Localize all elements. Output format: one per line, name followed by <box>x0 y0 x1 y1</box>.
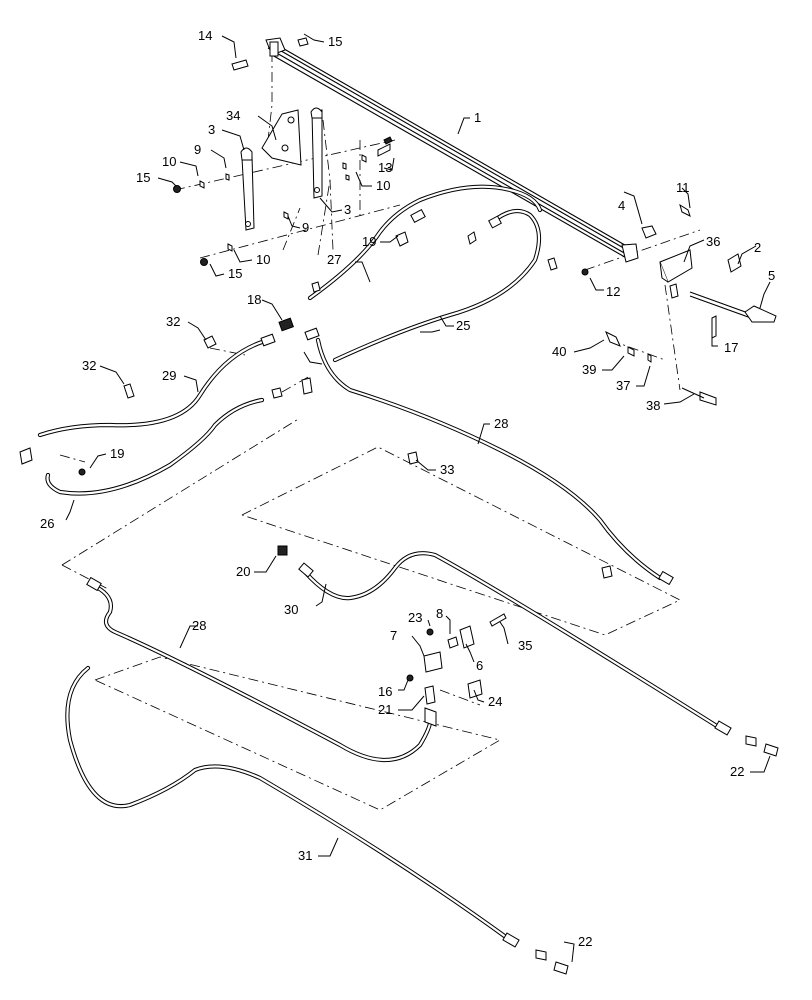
callout-26: 26 <box>40 516 54 531</box>
rod-assembly <box>265 37 639 263</box>
callout-10: 10 <box>162 154 176 169</box>
callout-10: 10 <box>256 252 270 267</box>
callout-30: 30 <box>284 602 298 617</box>
callout-38: 38 <box>646 398 660 413</box>
callout-5: 5 <box>768 268 775 283</box>
callout-9: 9 <box>194 142 201 157</box>
callout-3: 3 <box>344 202 351 217</box>
callout-9: 9 <box>302 220 309 235</box>
callout-2: 2 <box>754 240 761 255</box>
callout-22: 22 <box>730 764 744 779</box>
callout-24: 24 <box>488 694 502 709</box>
callout-16: 16 <box>378 684 392 699</box>
callout-20: 20 <box>236 564 250 579</box>
callout-36: 36 <box>706 234 720 249</box>
leader-lines <box>65 33 771 963</box>
callout-28: 28 <box>494 416 508 431</box>
callout-32: 32 <box>166 314 180 329</box>
callout-7: 7 <box>390 628 397 643</box>
fasteners-upper <box>173 37 393 266</box>
callout-34: 34 <box>226 108 240 123</box>
lever-assembly <box>581 203 777 406</box>
callout-17: 17 <box>724 340 738 355</box>
manifold-assembly <box>406 613 507 727</box>
callout-11: 11 <box>676 180 690 195</box>
callout-29: 29 <box>162 368 176 383</box>
callout-40: 40 <box>552 344 566 359</box>
callout-19: 19 <box>362 234 376 249</box>
callout-1: 1 <box>474 110 481 125</box>
callout-6: 6 <box>476 658 483 673</box>
callout-15: 15 <box>328 34 342 49</box>
callout-31: 31 <box>298 848 312 863</box>
callout-12: 12 <box>606 284 620 299</box>
callout-23: 23 <box>408 610 422 625</box>
callout-28: 28 <box>192 618 206 633</box>
callout-21: 21 <box>378 702 392 717</box>
callout-4: 4 <box>618 198 625 213</box>
callout-15: 15 <box>136 170 150 185</box>
callout-37: 37 <box>616 378 630 393</box>
callout-25: 25 <box>456 318 470 333</box>
fittings <box>19 208 779 975</box>
callout-18: 18 <box>247 292 261 307</box>
callout-27: 27 <box>327 252 341 267</box>
callout-10: 10 <box>376 178 390 193</box>
callout-labels: 14 15 1 34 3 9 10 15 13 10 3 9 10 15 19 … <box>40 28 775 949</box>
callout-39: 39 <box>582 362 596 377</box>
callout-32: 32 <box>82 358 96 373</box>
callout-35: 35 <box>518 638 532 653</box>
callout-22: 22 <box>578 934 592 949</box>
callout-14: 14 <box>198 28 212 43</box>
callout-8: 8 <box>436 606 443 621</box>
callout-13: 13 <box>378 160 392 175</box>
callout-15: 15 <box>228 266 242 281</box>
callout-3: 3 <box>208 122 215 137</box>
callout-19: 19 <box>110 446 124 461</box>
hose-lines <box>37 184 723 943</box>
bracket-assembly <box>240 107 323 231</box>
callout-33: 33 <box>440 462 454 477</box>
